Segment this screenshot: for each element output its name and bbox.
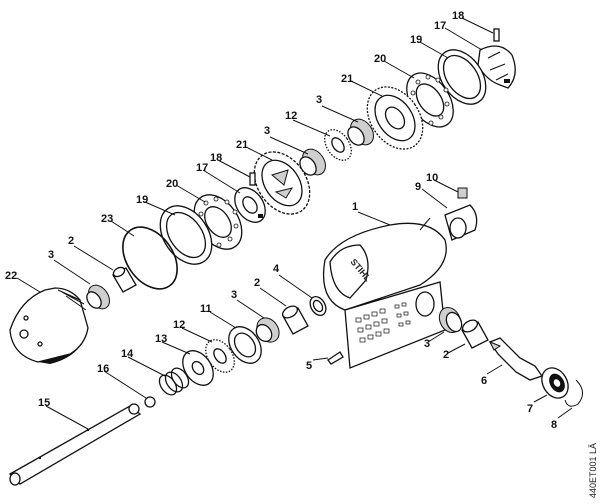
part-2-sleeve-mid (281, 305, 309, 335)
part-3-needle-bearing-lower (255, 317, 280, 343)
part-2-sleeve-right (461, 319, 489, 349)
part-17-carrier-mid (234, 187, 266, 223)
label-15: 15 (38, 397, 50, 409)
part-17-carrier-upper (477, 45, 516, 89)
label-3: 3 (48, 249, 54, 261)
part-11-washer (228, 326, 262, 364)
part-13-spring-seat (182, 350, 214, 386)
part-3-needle-bearing-right (438, 306, 463, 334)
part-14-spring (158, 367, 190, 396)
label-3: 3 (316, 94, 322, 106)
label-1: 1 (352, 201, 358, 213)
label-21: 21 (341, 73, 353, 85)
label-2: 2 (443, 349, 449, 361)
label-2: 2 (254, 277, 260, 289)
label-20: 20 (166, 178, 178, 190)
part-8-circlip (564, 379, 583, 407)
part-5-screw (327, 351, 344, 365)
label-17: 17 (196, 162, 208, 174)
label-7: 7 (527, 403, 533, 415)
label-19: 19 (410, 34, 422, 46)
part-19-seal-upper (437, 49, 487, 105)
part-12-thrust-bearing-upper (324, 129, 352, 161)
label-20: 20 (374, 53, 386, 65)
label-22: 22 (5, 270, 17, 282)
part-1-gear-housing: STIHL (322, 217, 447, 369)
label-3: 3 (424, 338, 430, 350)
part-3-needle-bearing-upper (347, 118, 374, 146)
label-3: 3 (231, 289, 237, 301)
label-16: 16 (97, 363, 109, 375)
label-17: 17 (434, 20, 446, 32)
label-9: 9 (415, 181, 421, 193)
label-14: 14 (121, 348, 134, 360)
part-labels: 1 2 2 2 3 3 3 3 3 4 5 6 7 8 9 10 11 12 1… (5, 10, 557, 431)
label-4: 4 (273, 263, 280, 275)
part-22-gear-cap (9, 287, 89, 364)
part-2-sleeve-left (112, 266, 137, 293)
part-6-drive-shaft (488, 337, 544, 381)
part-18-pin-mid (249, 172, 256, 186)
part-12-thrust-bearing-lower (205, 339, 235, 373)
label-11: 11 (200, 303, 212, 315)
label-12: 12 (285, 110, 297, 122)
part-4-seal-ring (309, 296, 327, 316)
part-23-o-ring (122, 226, 178, 290)
part-7-ball-bearing (541, 367, 569, 399)
part-15-shaft-tube (8, 403, 142, 486)
leader-lines (16, 17, 573, 430)
part-10-set-screw (457, 187, 468, 199)
part-9-clamp-collar (444, 204, 478, 241)
label-5: 5 (306, 360, 312, 372)
label-6: 6 (481, 375, 487, 387)
label-2: 2 (68, 235, 74, 247)
label-21: 21 (236, 139, 248, 151)
label-12: 12 (173, 319, 185, 331)
label-3: 3 (264, 125, 270, 137)
label-18: 18 (210, 152, 222, 164)
label-10: 10 (426, 172, 438, 184)
part-16-bushing (144, 396, 156, 408)
part-21-bevel-gear-upper (366, 86, 424, 150)
label-23: 23 (101, 213, 113, 225)
label-8: 8 (551, 419, 557, 431)
label-19: 19 (136, 194, 148, 206)
part-19-seal-mid (159, 205, 213, 265)
part-3-needle-bearing-mid (299, 148, 326, 176)
label-18: 18 (452, 10, 464, 22)
label-13: 13 (155, 333, 167, 345)
part-3-needle-bearing-left (86, 284, 110, 310)
part-18-pin-upper (493, 28, 500, 42)
reference-code: 440ET001 LÄ (588, 443, 598, 498)
